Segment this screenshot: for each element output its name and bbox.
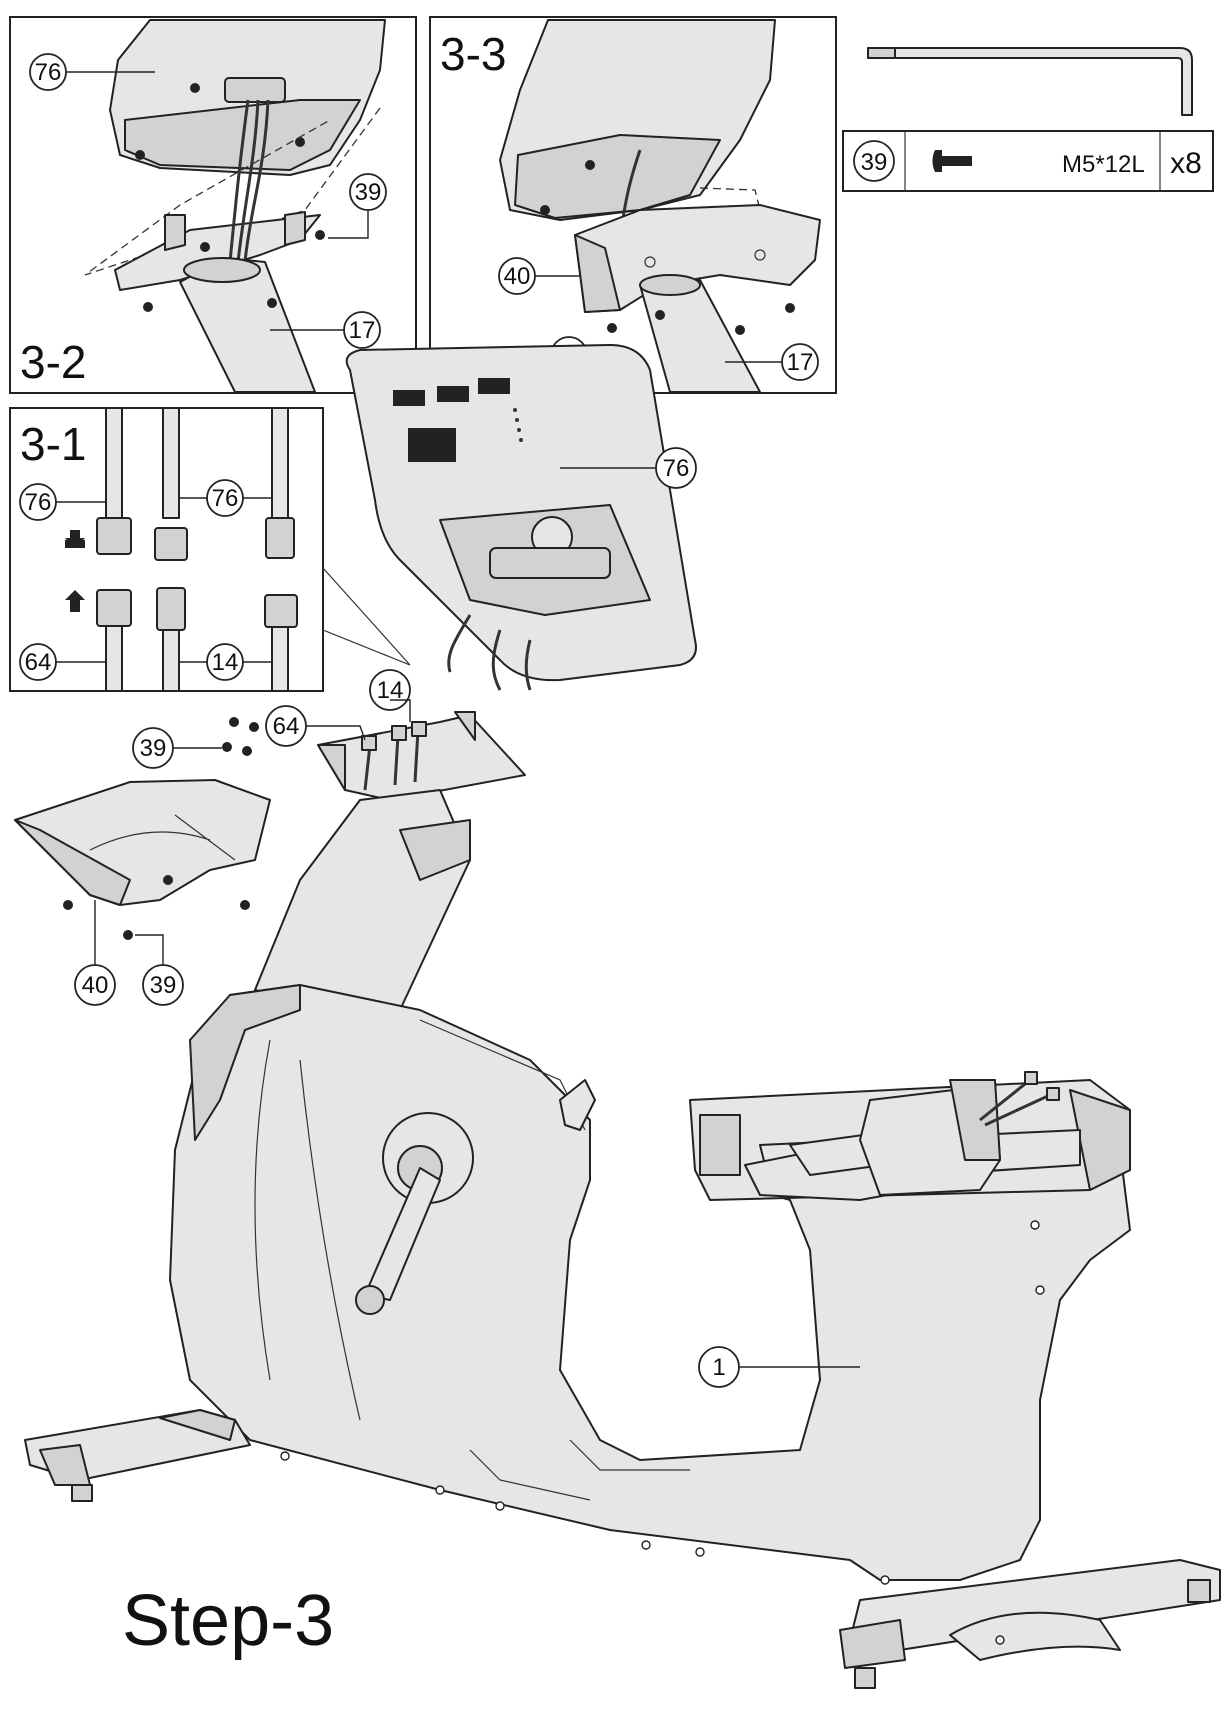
bolt-icon <box>932 150 972 172</box>
callout-40: 40 <box>504 263 531 290</box>
callout-39: 39 <box>355 179 382 206</box>
panel-label-3-2: 3-2 <box>20 336 86 388</box>
callout-64: 64 <box>273 713 300 740</box>
panel-3-1: 76 76 64 14 3-1 <box>9 407 411 692</box>
callout-76: 76 <box>212 485 239 512</box>
callout-1: 1 <box>712 1354 725 1381</box>
callout-17: 17 <box>787 349 814 376</box>
hardware-quantity: x8 <box>1170 147 1202 180</box>
callout-76: 76 <box>663 455 690 482</box>
frame-1: 1 <box>24 984 1221 1689</box>
panel-3-3: 40 39 17 3-3 <box>429 16 837 394</box>
upper-stem: 14 64 39 <box>132 669 526 1011</box>
hardware-part-number: 39 <box>861 149 888 176</box>
callout-17: 17 <box>349 317 376 344</box>
console-76: 76 <box>345 344 697 691</box>
callout-76: 76 <box>25 489 52 516</box>
callout-40: 40 <box>82 972 109 999</box>
callout-64: 64 <box>25 649 52 676</box>
panel-label-3-1: 3-1 <box>20 418 86 470</box>
panel-label-3-3: 3-3 <box>440 28 506 80</box>
callout-76: 76 <box>35 59 62 86</box>
callout-39: 39 <box>140 735 167 762</box>
hardware-table: 39 M5*12L x8 <box>842 47 1214 192</box>
step-title: Step-3 <box>122 1581 334 1661</box>
panel-3-2: 76 39 17 3-2 <box>9 16 417 394</box>
callout-14: 14 <box>212 649 239 676</box>
shroud-40: 40 39 <box>14 779 271 1006</box>
callout-39: 39 <box>150 972 177 999</box>
hardware-spec: M5*12L <box>1062 151 1145 178</box>
